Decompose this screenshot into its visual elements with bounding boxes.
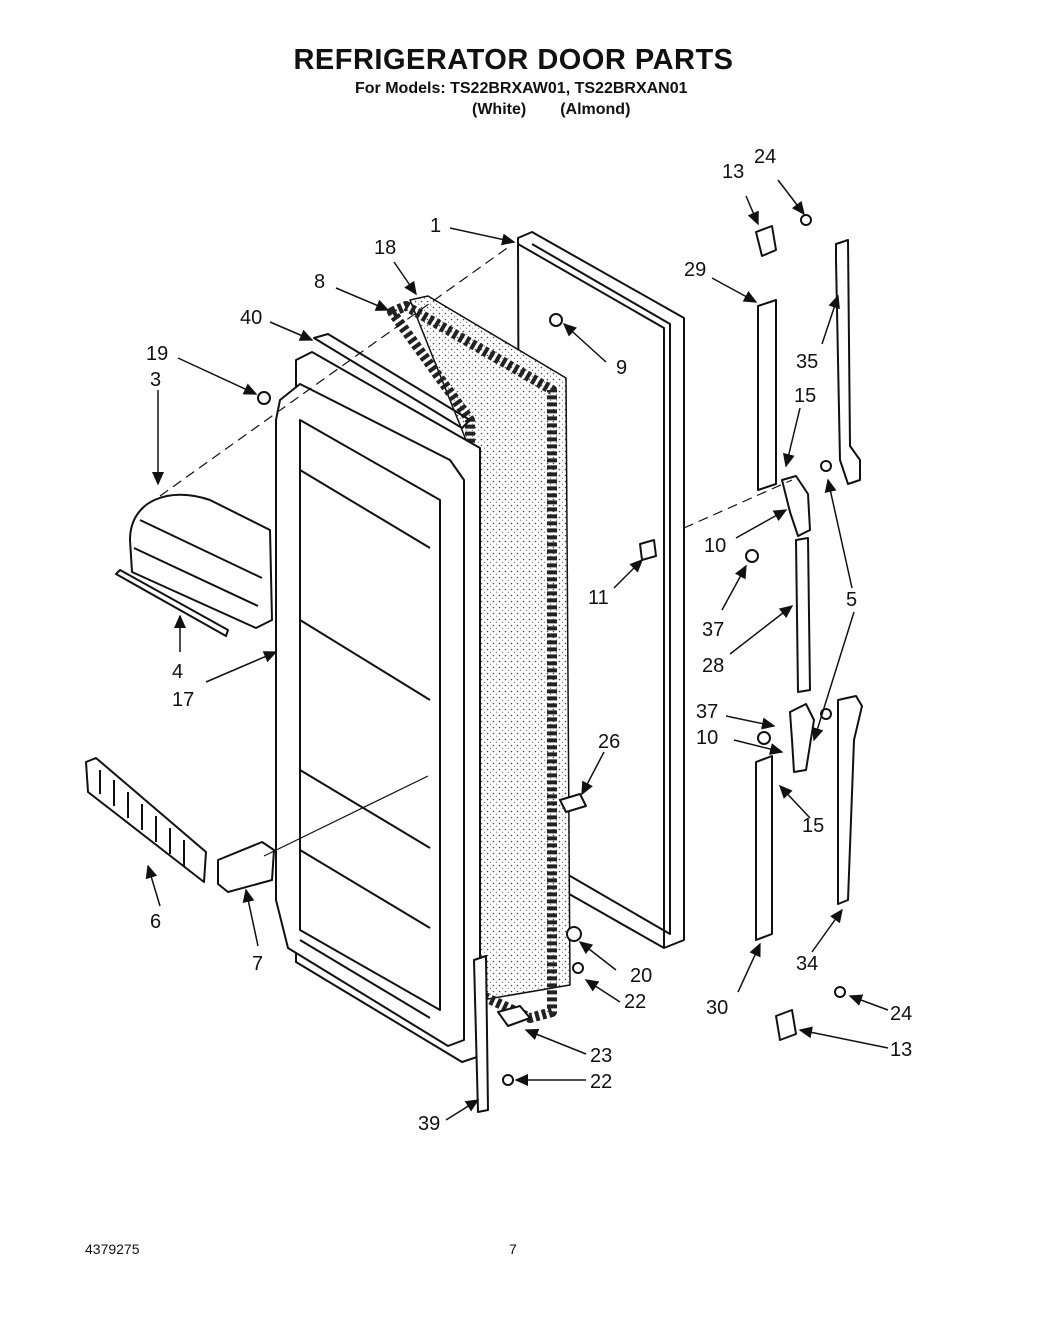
callout: 6	[150, 911, 161, 933]
callout: 3	[150, 369, 161, 391]
callout: 40	[240, 307, 262, 329]
callout: 13	[722, 161, 744, 183]
assembly-line	[159, 245, 511, 497]
callout: 19	[146, 343, 168, 365]
callout: 22	[624, 991, 646, 1013]
grille	[85, 757, 207, 883]
models-line: For Models: TS22BRXAW01, TS22BRXAN01	[355, 80, 688, 97]
callout: 10	[704, 535, 726, 557]
callout: 18	[374, 237, 396, 259]
bottom-trim-39	[473, 955, 489, 1113]
callout: 20	[630, 965, 652, 987]
upper-handle-trim	[757, 299, 777, 491]
screw-22-upper	[572, 962, 584, 974]
bottom-hinge-23	[497, 1005, 531, 1027]
callout: 26	[598, 731, 620, 753]
screw-5-upper	[820, 460, 832, 472]
bottom-hinge-bracket	[775, 1009, 797, 1041]
screw-9	[549, 313, 563, 327]
lower-handle	[837, 695, 863, 905]
callout: 11	[588, 587, 609, 609]
callout: 39	[418, 1113, 440, 1135]
door-bin	[129, 493, 273, 629]
assembly-line	[263, 775, 429, 857]
callout: 24	[890, 1003, 912, 1025]
document-number: 4379275	[85, 1241, 140, 1257]
upper-hinge-handle	[781, 475, 811, 537]
callout: 37	[702, 619, 724, 641]
callout: 15	[802, 815, 824, 837]
callout: 35	[796, 351, 818, 373]
callout: 34	[796, 953, 818, 975]
top-hinge-bracket	[755, 225, 777, 257]
lower-hinge-handle	[789, 703, 815, 773]
screw-24-bottom	[834, 986, 846, 998]
variant-white: (White)	[472, 101, 527, 118]
clip-26	[559, 793, 587, 813]
callout: 8	[314, 271, 325, 293]
page-title: REFRIGERATOR DOOR PARTS	[293, 44, 734, 76]
callout: 23	[590, 1045, 612, 1067]
screw-19	[257, 391, 271, 405]
variant-almond: (Almond)	[560, 101, 631, 118]
callout: 5	[846, 589, 857, 611]
screw-22-lower	[502, 1074, 514, 1086]
hinge-pin-20	[566, 926, 582, 942]
top-trim-strip	[313, 333, 471, 429]
callout: 9	[616, 357, 627, 379]
door-gasket	[387, 301, 557, 1023]
callout: 17	[172, 689, 194, 711]
model-variants: (White) (Almond)	[472, 101, 664, 119]
clip-11	[639, 539, 657, 561]
callout: 30	[706, 997, 728, 1019]
callout: 24	[754, 146, 776, 168]
callout: 37	[696, 701, 718, 723]
callout: 15	[794, 385, 816, 407]
callout: 7	[252, 953, 263, 975]
upper-handle	[835, 239, 861, 485]
screw-24-top	[800, 214, 812, 226]
callout-labels: 13 24 1 18 29 8 40 9 19 3 35 15 10 11 5 …	[146, 146, 912, 1135]
callout: 28	[702, 655, 724, 677]
callout: 4	[172, 661, 183, 683]
small-bracket	[217, 841, 275, 893]
inner-door-liner	[275, 351, 481, 1063]
callout: 22	[590, 1071, 612, 1093]
upper-handle-strip	[795, 537, 811, 693]
leader-lines	[145, 179, 889, 1121]
bin-trim	[115, 569, 229, 637]
callout: 10	[696, 727, 718, 749]
callout: 13	[890, 1039, 912, 1061]
screw-37-upper	[745, 549, 759, 563]
callout: 1	[430, 215, 441, 237]
callout: 29	[684, 259, 706, 281]
screw-37-lower	[757, 731, 771, 745]
assembly-line	[683, 479, 793, 529]
lower-handle-trim	[755, 755, 773, 941]
page-number: 7	[509, 1241, 517, 1257]
